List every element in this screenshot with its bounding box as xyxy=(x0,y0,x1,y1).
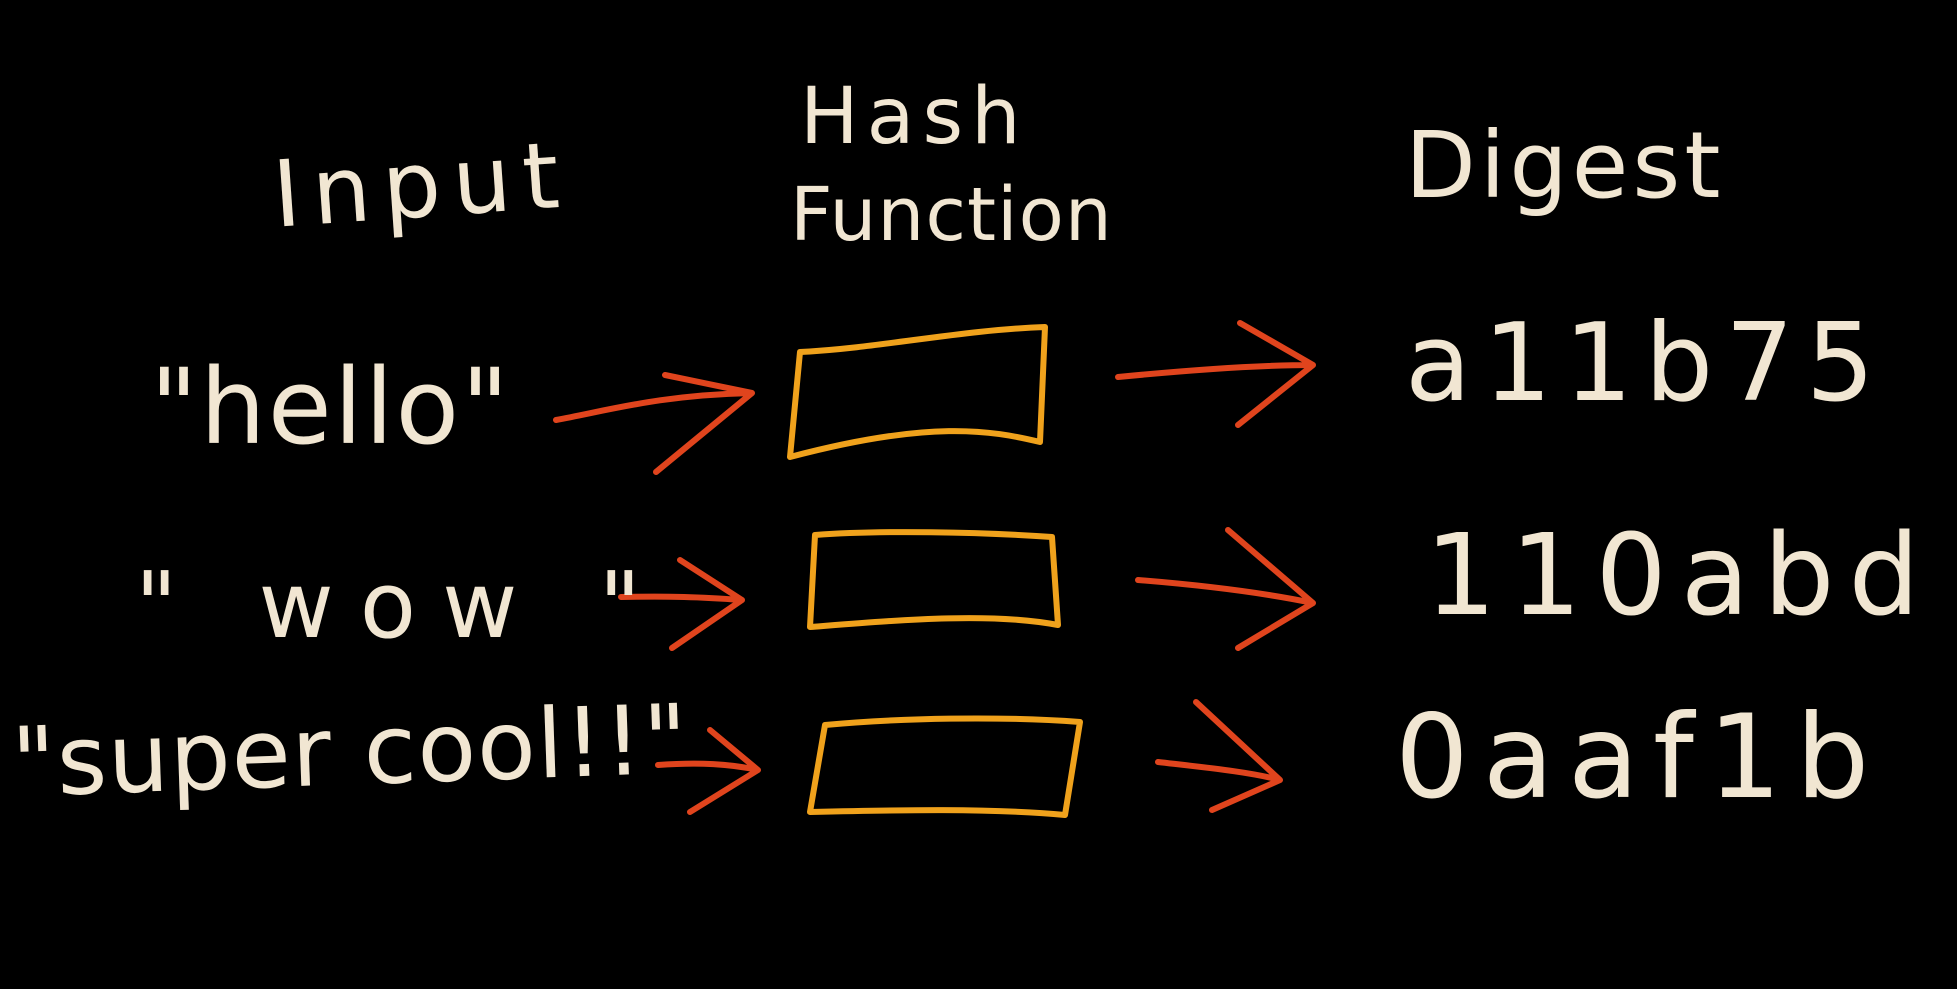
input-value: "hello" xyxy=(150,346,511,468)
hash-box-1 xyxy=(787,324,1048,460)
output-arrow-3 xyxy=(1155,699,1283,813)
input-arrow-1 xyxy=(553,372,755,475)
header-hash-line2: Function xyxy=(790,172,1113,258)
header-input: Input xyxy=(269,121,575,249)
header-digest: Digest xyxy=(1405,112,1725,219)
header-hash-line1: Hash xyxy=(800,72,1029,162)
row-2-shapes xyxy=(618,527,1316,651)
input-value: " wow " xyxy=(135,552,667,659)
digest-value: a11b75 xyxy=(1405,301,1887,426)
row-3-shapes xyxy=(655,699,1283,818)
output-arrow-1 xyxy=(1115,320,1316,428)
input-arrow-2 xyxy=(618,557,745,651)
input-arrow-3 xyxy=(655,727,761,815)
row-1-shapes xyxy=(553,320,1316,475)
output-arrow-2 xyxy=(1135,527,1316,651)
digest-value: 110abd xyxy=(1425,511,1934,641)
input-value: "super cool!!" xyxy=(9,683,691,819)
hash-box-2 xyxy=(807,529,1061,630)
hash-box-3 xyxy=(807,715,1083,818)
digest-value: 0aaf1b xyxy=(1395,690,1884,825)
